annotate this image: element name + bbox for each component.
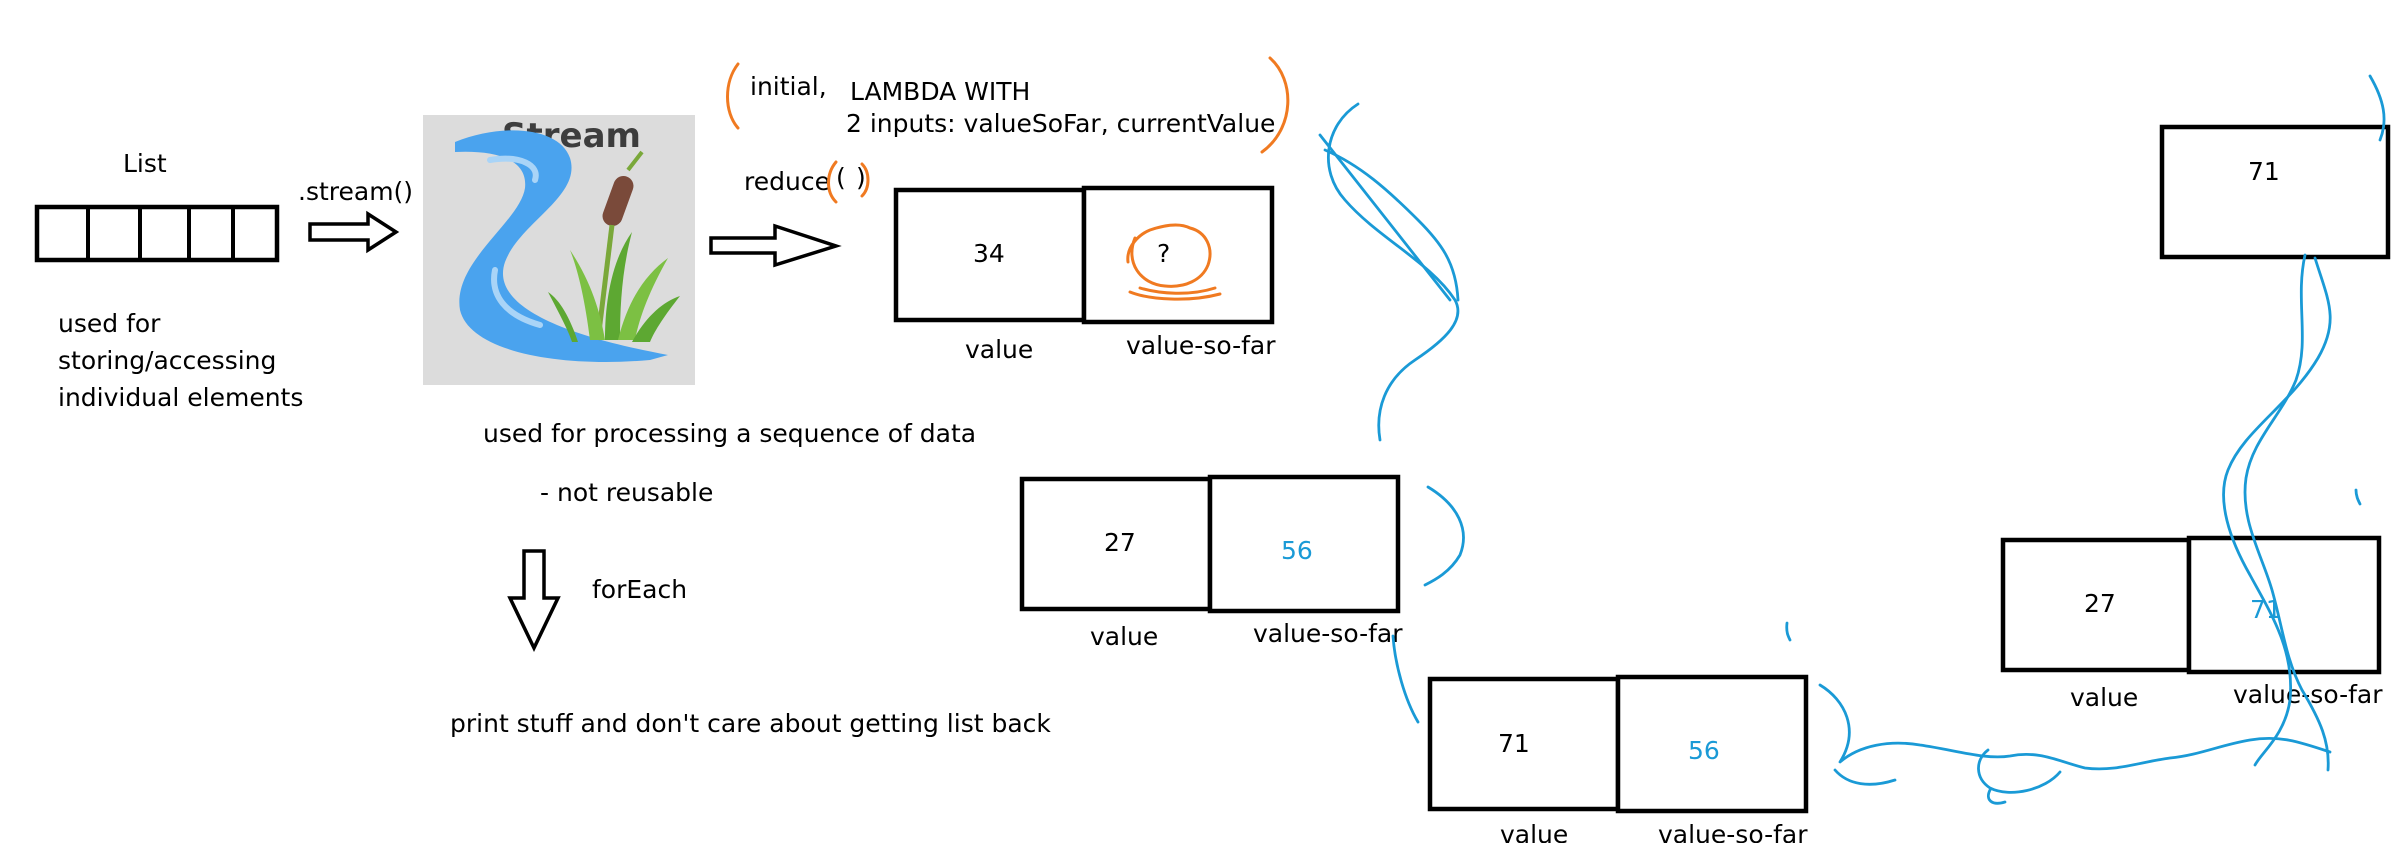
value-label: value	[965, 335, 1033, 364]
open-paren-ink	[726, 62, 740, 130]
value-label: value	[1500, 820, 1568, 843]
for-each-label: forEach	[592, 575, 687, 604]
list-description-line-1: used for	[58, 309, 161, 338]
down-arrow-icon	[507, 549, 561, 653]
reduce-signature: initial, LAMBDA WITH 2 inputs: valueSoFa…	[726, 56, 1290, 204]
value-so-far-text: 56	[1688, 736, 1720, 765]
value-label: value	[2070, 683, 2138, 712]
reduce-close-paren: )	[856, 163, 866, 192]
ink-vertical-strand-2	[2243, 253, 2330, 772]
list-group: List used for storing/accessing individu…	[34, 149, 303, 412]
result-group: 71	[2159, 124, 2391, 260]
value-box	[2000, 537, 2192, 673]
paren-ink-right	[860, 162, 870, 198]
value-so-far-box	[1081, 185, 1275, 325]
value-label: value	[1090, 622, 1158, 651]
ink-scribble-top	[1326, 102, 1460, 442]
value-so-far-label: value-so-far	[1253, 619, 1403, 648]
value-box	[893, 187, 1087, 323]
reduce-step-4: 27 71 value value-so-far	[2000, 535, 2383, 712]
ink-annotations	[1318, 74, 2386, 805]
ink-scribble-mid	[1423, 485, 1465, 587]
result-text: 71	[2248, 157, 2280, 186]
print-note: print stuff and don't care about getting…	[450, 709, 1051, 738]
lambda-line-2: 2 inputs: valueSoFar, currentValue	[846, 109, 1275, 138]
grass-icon	[548, 232, 680, 342]
value-so-far-text: ?	[1157, 239, 1170, 268]
ink-scribble-top-strand	[1323, 148, 1460, 302]
value-text: 71	[1498, 729, 1530, 758]
lambda-line-1: LAMBDA WITH	[850, 77, 1030, 106]
paren-ink-left	[827, 160, 838, 204]
ink-scribble-bottom-tail	[1833, 768, 1897, 786]
reduce-initial-label: initial,	[750, 72, 827, 101]
right-arrow-icon	[308, 210, 400, 254]
reduce-step-2: 27 56 value value-so-far	[1019, 474, 1403, 651]
value-so-far-box	[1615, 674, 1809, 814]
stream-image: Stream	[423, 115, 695, 385]
result-box	[2159, 124, 2391, 260]
river-icon	[455, 130, 668, 362]
reduce-open-paren: (	[836, 163, 846, 192]
stream-call-label: .stream()	[298, 177, 413, 206]
value-box	[1427, 676, 1621, 812]
ink-right-tick	[2354, 488, 2362, 506]
value-text: 34	[973, 239, 1005, 268]
right-arrow-icon	[709, 223, 842, 268]
list-label: List	[123, 149, 167, 178]
question-scribble	[1126, 223, 1222, 301]
list-description-line-3: individual elements	[58, 383, 303, 412]
reduce-step-1: 34 ? value value-so-far	[893, 185, 1276, 364]
list-array-icon	[34, 204, 280, 263]
ink-strike-line	[1318, 133, 1452, 302]
ink-scribble-low	[1391, 634, 1420, 724]
value-text: 27	[2084, 589, 2116, 618]
ink-scribble-bottom	[1818, 683, 2332, 771]
ink-vertical-strand-3	[2368, 74, 2386, 142]
value-box	[1019, 476, 1213, 612]
value-so-far-label: value-so-far	[1126, 331, 1276, 360]
ink-scribble-bottom-loop	[1977, 748, 2062, 805]
close-paren-ink	[1260, 56, 1290, 154]
reduce-call-label: reduce	[744, 167, 830, 196]
value-so-far-box	[2186, 535, 2382, 675]
value-so-far-box	[1207, 474, 1401, 614]
list-description-line-2: storing/accessing	[58, 346, 276, 375]
ink-vertical-strand-1	[2222, 256, 2332, 767]
value-so-far-label: value-so-far	[1658, 820, 1808, 843]
not-reusable-note: - not reusable	[540, 478, 713, 507]
value-so-far-text: 56	[1281, 536, 1313, 565]
value-text: 27	[1104, 528, 1136, 557]
stream-description: used for processing a sequence of data	[483, 419, 976, 448]
reduce-step-3: 71 56 value value-so-far	[1427, 674, 1809, 843]
value-so-far-label: value-so-far	[2233, 680, 2383, 709]
ink-tick	[1785, 621, 1792, 642]
